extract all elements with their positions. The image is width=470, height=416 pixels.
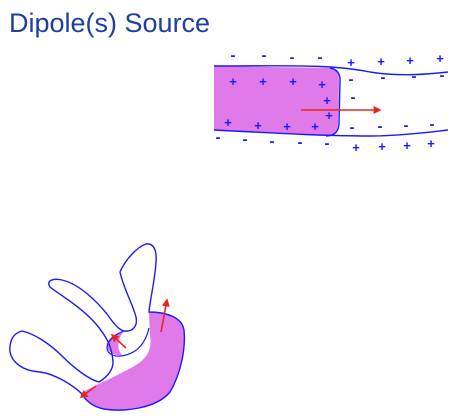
negative-sign: - — [318, 49, 323, 66]
positive-sign: + — [378, 139, 386, 154]
inside-left-bottom-signs: + + + + — [224, 115, 319, 134]
fiber-top-membrane — [213, 65, 449, 76]
negative-sign: - — [290, 49, 295, 66]
outside-left-top-signs: - - - - — [231, 47, 323, 66]
outside-right-bottom-signs: + + + + — [352, 136, 435, 155]
negative-sign: - — [378, 118, 383, 135]
heart-outline — [9, 243, 186, 411]
positive-sign: + — [311, 119, 319, 134]
positive-sign: + — [403, 138, 411, 153]
outside-right-top-signs: + + + + — [347, 51, 444, 70]
heart-dipole-arrow — [160, 298, 170, 333]
negative-sign: - — [262, 47, 267, 64]
positive-sign: + — [323, 93, 331, 108]
negative-sign: - — [350, 119, 355, 136]
heart-depolarized-region — [81, 312, 185, 411]
inside-left-top-signs: + + + + — [229, 74, 326, 92]
fiber-bottom-membrane — [213, 129, 449, 137]
negative-sign: - — [430, 116, 435, 133]
positive-sign: + — [283, 119, 291, 134]
inside-right-bottom-signs: - - - - — [350, 116, 435, 136]
fiber-strip — [213, 65, 449, 137]
heart-sketch — [9, 243, 186, 411]
fiber-wavefront — [325, 67, 341, 137]
positive-sign: + — [352, 140, 360, 155]
negative-sign: - — [440, 67, 445, 84]
positive-sign: + — [259, 74, 267, 89]
positive-sign: + — [224, 115, 232, 130]
fiber-depolarized-region — [214, 66, 340, 136]
positive-sign: + — [427, 136, 435, 151]
negative-sign: - — [381, 69, 386, 86]
negative-sign: - — [325, 135, 330, 152]
negative-sign: - — [351, 89, 356, 106]
negative-sign: - — [231, 47, 236, 64]
inside-right-top-signs: - - - - - — [349, 67, 445, 106]
positive-sign: + — [229, 74, 237, 89]
positive-sign: + — [325, 108, 333, 123]
positive-sign: + — [377, 54, 385, 69]
positive-sign: + — [318, 77, 326, 92]
outside-left-bottom-signs: - - - - - — [216, 129, 330, 152]
positive-sign: + — [347, 55, 355, 70]
heart-dipole-arrow — [110, 333, 127, 349]
negative-sign: - — [243, 131, 248, 148]
negative-sign: - — [349, 71, 354, 88]
negative-sign: - — [404, 117, 409, 134]
wavefront-positive-signs: + + — [323, 93, 333, 123]
negative-sign: - — [216, 129, 221, 146]
positive-sign: + — [436, 51, 444, 66]
negative-sign: - — [412, 68, 417, 85]
slide-title: Dipole(s) Source — [9, 8, 211, 38]
negative-sign: - — [298, 134, 303, 151]
positive-sign: + — [254, 118, 262, 133]
positive-sign: + — [289, 74, 297, 89]
positive-sign: + — [406, 53, 414, 68]
negative-sign: - — [270, 133, 275, 150]
heart-dipole-arrow — [79, 385, 97, 398]
